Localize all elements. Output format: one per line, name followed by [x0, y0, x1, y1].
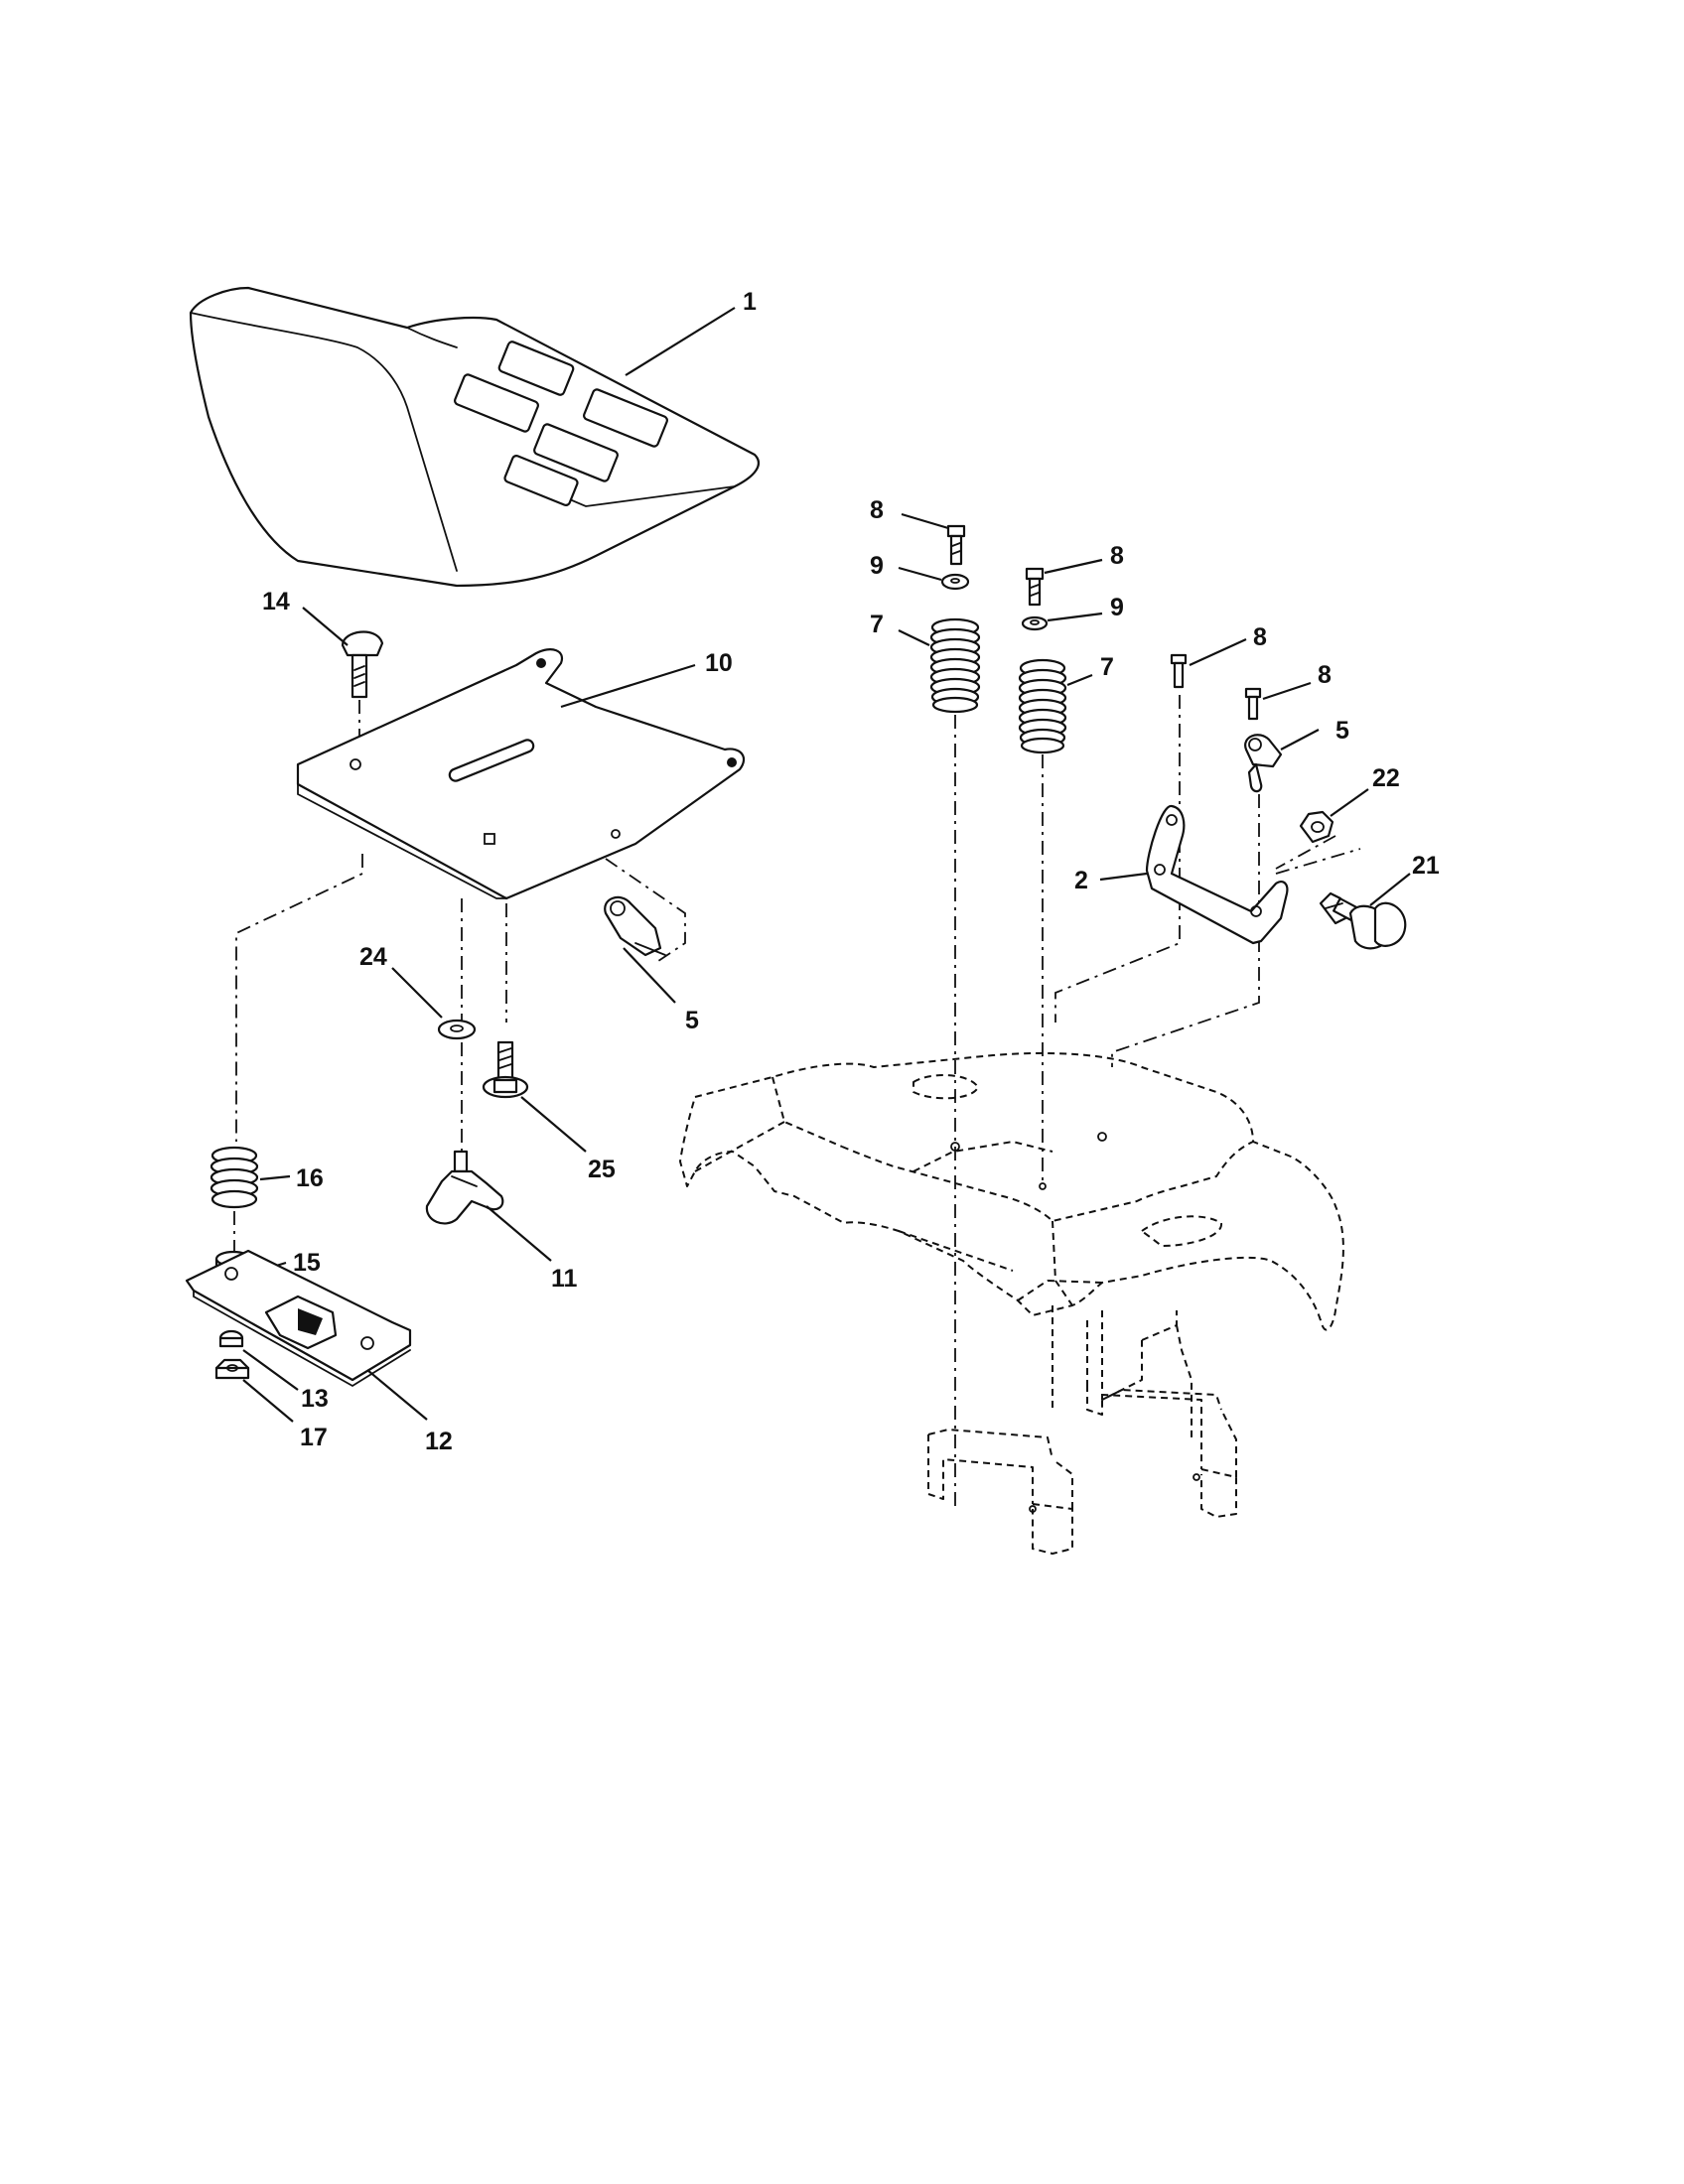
washer-part-9b	[1021, 615, 1049, 631]
knob-part-11	[425, 1150, 504, 1225]
callout-10: 10	[705, 649, 733, 677]
bolt-part-8b	[1025, 567, 1045, 607]
callout-7b: 7	[1100, 653, 1114, 681]
callout-1: 1	[743, 288, 757, 316]
leader-8c	[1189, 637, 1247, 667]
callout-21: 21	[1412, 852, 1440, 880]
callout-5b: 5	[1335, 717, 1349, 745]
leader-8a	[901, 512, 949, 530]
callout-8b: 8	[1110, 542, 1124, 570]
callout-8c: 8	[1253, 623, 1267, 651]
callout-11: 11	[551, 1265, 578, 1293]
bolt-part-8a	[946, 524, 966, 566]
leader-5b	[1280, 729, 1320, 751]
slide-plate-part-12	[185, 1249, 412, 1388]
callout-9a: 9	[870, 552, 884, 580]
callout-13: 13	[301, 1385, 329, 1413]
spring-part-7b	[1018, 658, 1067, 754]
seat-pan-part	[296, 648, 746, 900]
nut-part-22	[1299, 810, 1334, 844]
leader-16	[259, 1174, 291, 1181]
leader-10	[560, 663, 696, 709]
callout-7a: 7	[870, 611, 884, 638]
callout-17: 17	[300, 1424, 328, 1451]
leader-17	[242, 1379, 294, 1423]
callout-25: 25	[588, 1156, 616, 1183]
bolt-part-8d	[1244, 687, 1262, 721]
callout-8a: 8	[870, 496, 884, 524]
callout-2: 2	[1074, 867, 1088, 894]
washer-part-24	[437, 1019, 477, 1040]
leader-9a	[898, 566, 942, 582]
clip-part-left	[604, 895, 666, 957]
bracket-part-2	[1145, 804, 1289, 945]
leader-25	[520, 1096, 587, 1153]
tractor-frame-phantom	[679, 1051, 1344, 1555]
nut-part-13	[218, 1329, 244, 1348]
callout-22: 22	[1372, 764, 1400, 792]
callout-8d: 8	[1318, 661, 1332, 689]
callout-14: 14	[262, 588, 290, 615]
callout-16: 16	[296, 1164, 324, 1192]
callout-9b: 9	[1110, 594, 1124, 621]
washer-part-9a	[940, 573, 970, 591]
leader-14	[302, 607, 349, 646]
callout-5a: 5	[685, 1007, 699, 1034]
spring-part-16	[210, 1146, 259, 1209]
seat-part	[189, 286, 760, 588]
shoulder-bolt-part-21	[1319, 891, 1407, 950]
callout-24: 24	[359, 943, 387, 971]
leader-13	[242, 1349, 299, 1391]
clip-part-right	[1244, 734, 1283, 793]
leader-1	[625, 307, 736, 376]
leader-22	[1330, 788, 1369, 817]
leader-21	[1369, 873, 1411, 906]
carriage-bolt-part	[341, 630, 384, 699]
leader-8b	[1044, 558, 1103, 575]
screw-part-25	[482, 1040, 529, 1099]
leader-7b	[1066, 673, 1093, 687]
callout-12: 12	[425, 1428, 453, 1455]
leader-9b	[1047, 612, 1103, 622]
leader-8d	[1262, 681, 1312, 701]
leader-5a	[623, 947, 676, 1004]
nut-part-17	[214, 1358, 250, 1380]
leader-12	[366, 1369, 428, 1421]
callout-15: 15	[293, 1249, 321, 1277]
leader-11	[486, 1205, 552, 1262]
leader-7a	[898, 629, 930, 646]
leader-24	[391, 967, 443, 1019]
leader-2	[1099, 872, 1148, 882]
spring-part-7a	[929, 617, 981, 714]
bolt-part-8c	[1170, 653, 1188, 689]
